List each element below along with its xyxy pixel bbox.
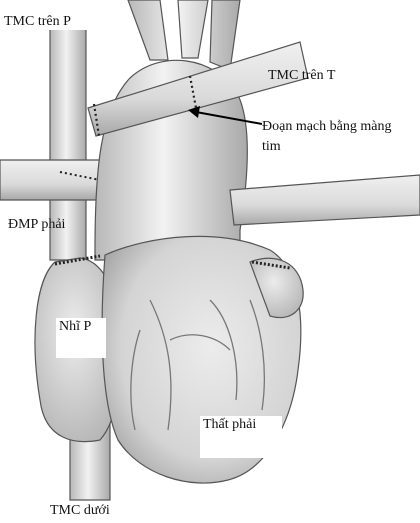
left-pulmonary-artery-vessel xyxy=(230,175,420,225)
label-svc-right: TMC trên P xyxy=(4,14,71,30)
label-right-ventricle: Thất phải xyxy=(200,416,282,458)
aortic-branches xyxy=(128,0,240,70)
label-svc-left: TMC trên T xyxy=(268,68,335,84)
label-pericardial-patch: Đoạn mạch bằng màng tim xyxy=(262,117,412,157)
label-right-atrium: Nhĩ P xyxy=(56,318,106,358)
label-inferior-vena-cava: TMC dưới xyxy=(50,503,110,519)
label-right-pulmonary-artery: ĐMP phải xyxy=(8,217,65,233)
